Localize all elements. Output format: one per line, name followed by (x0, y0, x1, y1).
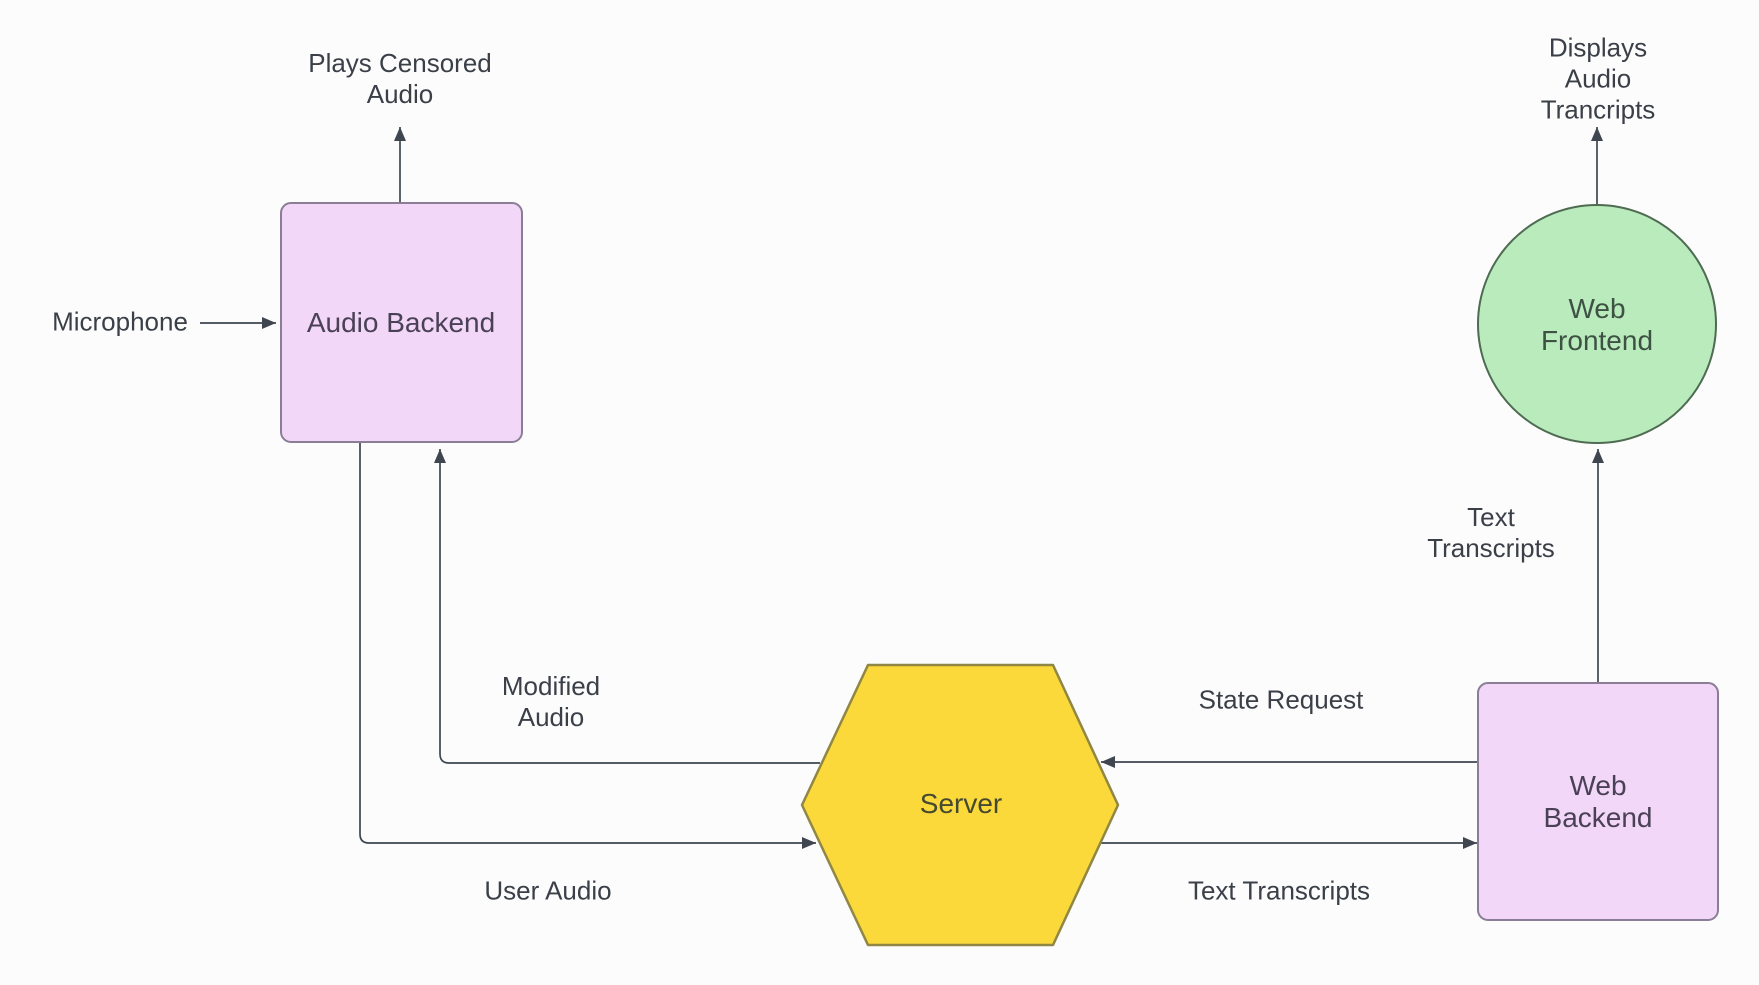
edge-modified-audio (434, 449, 820, 764)
label-user-audio: User Audio (484, 875, 612, 906)
label-text-transcripts-bottom: Text Transcripts (1187, 875, 1371, 906)
node-web-frontend-shape[interactable] (1477, 204, 1717, 444)
label-modified-audio: Modified Audio (501, 671, 601, 732)
node-web-backend-label: Web Backend (1543, 770, 1653, 833)
label-microphone: Microphone (52, 306, 188, 337)
node-server-shape[interactable] (800, 663, 1120, 947)
node-audio-backend-label: Audio Backend (306, 307, 496, 338)
label-text-transcripts-right: Text Transcripts (1427, 502, 1555, 563)
node-web-backend-shape[interactable] (1477, 682, 1719, 921)
node-server-label: Server (919, 788, 1003, 819)
node-web-frontend-label: Web Frontend (1540, 293, 1654, 356)
label-state-request: State Request (1198, 684, 1364, 715)
node-audio-backend-shape[interactable] (280, 202, 523, 443)
label-plays-censored-audio: Plays Censored Audio (308, 48, 492, 109)
label-displays-audio-transcripts: Displays Audio Trancripts (1540, 32, 1656, 125)
edge-user-audio (359, 442, 816, 849)
